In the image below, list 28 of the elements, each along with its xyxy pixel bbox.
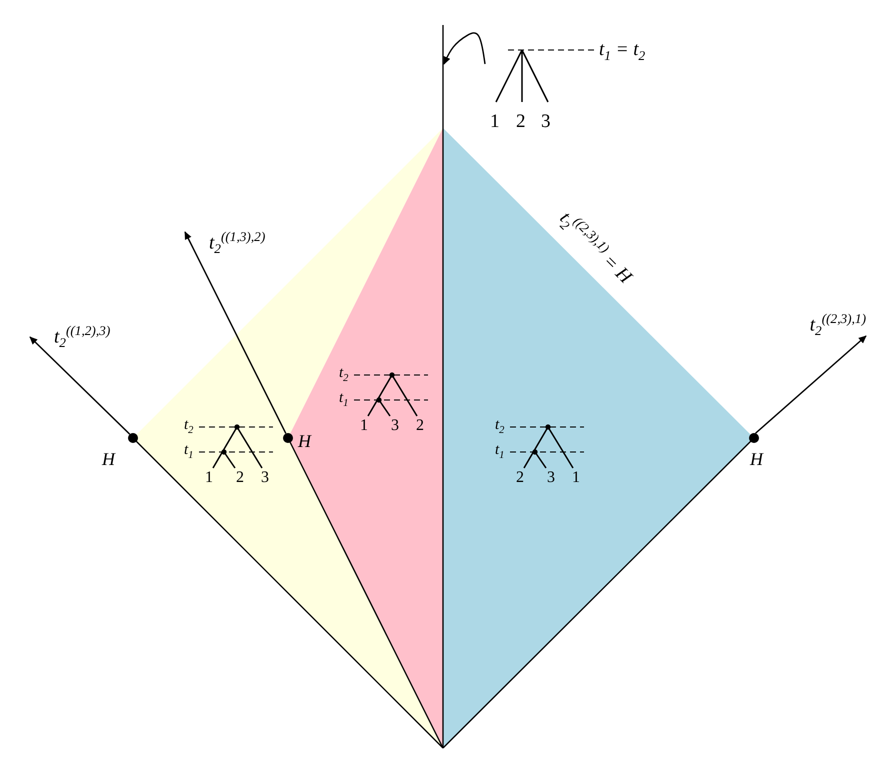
point-label: H bbox=[750, 450, 763, 468]
leaf-label: 2 bbox=[416, 418, 424, 434]
leaf-label: 1 bbox=[572, 470, 580, 486]
leaf-label: 1 bbox=[360, 418, 368, 434]
point-marker bbox=[128, 433, 138, 443]
leaf-label: 3 bbox=[541, 112, 550, 131]
point-marker bbox=[749, 433, 759, 443]
time-label: t$_{1}$ bbox=[495, 443, 504, 462]
time-label: t$_{1}$ bbox=[339, 391, 348, 410]
point-label: H bbox=[298, 432, 311, 450]
leaf-label: 2 bbox=[516, 470, 524, 486]
time-label: t$_{2}$ bbox=[339, 366, 348, 384]
leaf-label: 1 bbox=[490, 112, 500, 131]
arrow bbox=[443, 32, 486, 65]
time-label: t$_{1}$ bbox=[184, 443, 194, 462]
arrow bbox=[184, 231, 286, 434]
time-label: t$_{2}$ bbox=[184, 418, 194, 436]
leaf-label: 2 bbox=[516, 112, 526, 131]
point-label: H bbox=[102, 450, 115, 468]
leaf-label: 3 bbox=[547, 470, 555, 486]
leaf-label: 3 bbox=[391, 418, 399, 434]
arrow bbox=[755, 335, 867, 434]
leaf-label: 2 bbox=[236, 470, 244, 486]
leaf-label: 3 bbox=[261, 470, 269, 486]
arrow bbox=[29, 336, 130, 435]
time-label: t$_{2}$ bbox=[495, 418, 504, 436]
time-label: t$_{1}$ = t$_{2}$ bbox=[599, 40, 646, 62]
leaf-label: 1 bbox=[205, 470, 213, 486]
